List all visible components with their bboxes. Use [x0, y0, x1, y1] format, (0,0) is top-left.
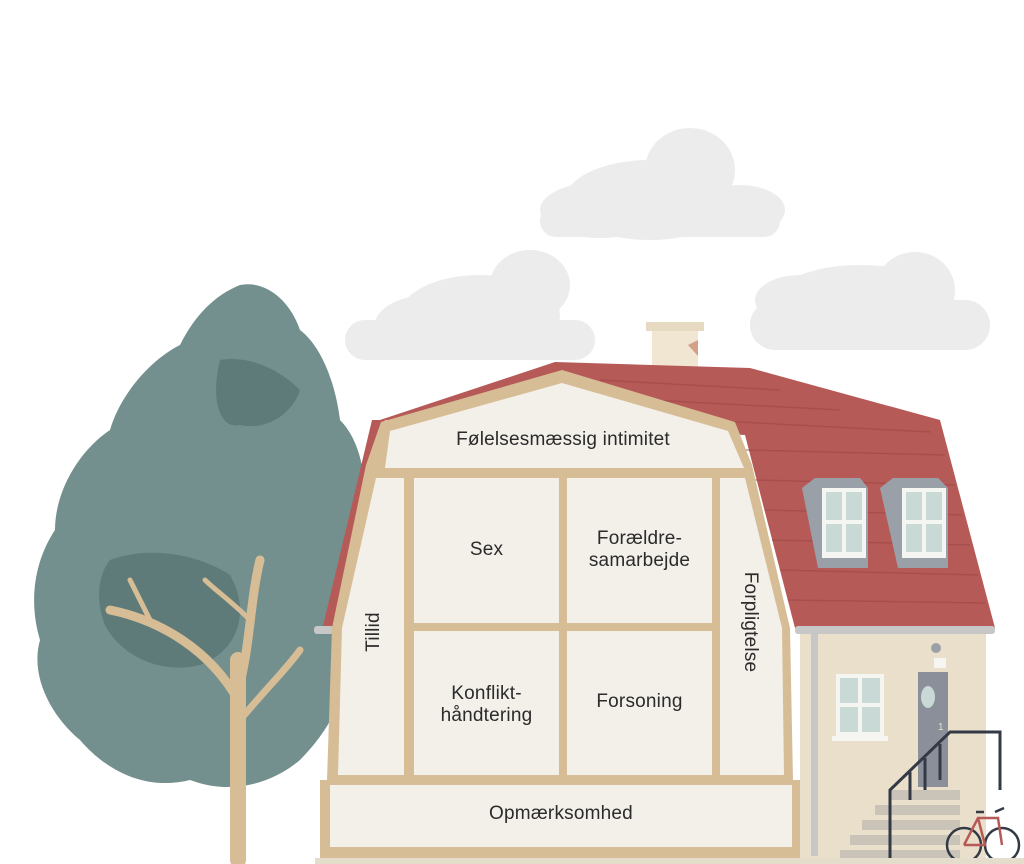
cloud-top	[540, 128, 785, 240]
dormer-right	[880, 478, 948, 568]
downpipe	[811, 634, 818, 856]
facade-window	[832, 674, 888, 741]
dormer-left	[802, 478, 868, 568]
gutter-left	[314, 626, 334, 634]
label-trust: Tillid	[363, 612, 384, 652]
tree	[34, 284, 367, 864]
clouds	[345, 128, 990, 360]
label-attention: Opmærksomhed	[489, 803, 633, 824]
panel-foundation	[330, 785, 792, 847]
label-emotional-intimacy: Følelsesmæssig intimitet	[456, 429, 670, 450]
gutter	[795, 626, 995, 634]
tree-trunk	[105, 555, 304, 864]
ground-strip	[315, 858, 1024, 864]
stairs	[840, 730, 1002, 860]
label-room-3-line1: Konflikt-	[451, 683, 522, 704]
cloud-right	[750, 252, 990, 350]
label-room-1: Sex	[414, 539, 559, 561]
panel-roof	[385, 383, 744, 468]
label-commitment: Forpligtelse	[740, 571, 761, 673]
panel-room-1	[414, 478, 559, 623]
panel-left-wall	[338, 478, 404, 775]
door-number: 1	[938, 722, 944, 733]
house-panels	[330, 383, 792, 847]
panel-room-4	[567, 631, 712, 775]
tree-shadow	[216, 359, 300, 427]
panel-room-3	[414, 631, 559, 775]
label-room-2-line2: samarbejde	[588, 550, 691, 571]
label-room-3-line2: håndtering	[440, 705, 533, 726]
panel-right-wall	[720, 478, 784, 775]
panel-room-2	[567, 478, 712, 623]
label-room-2: Forældre- samarbejde	[567, 528, 712, 572]
label-room-1-line1: Sex	[469, 539, 504, 560]
label-room-4-line1: Forsoning	[596, 691, 683, 712]
label-room-4: Forsoning	[567, 691, 712, 713]
tree-canopy	[34, 284, 367, 788]
label-room-3: Konflikt- håndtering	[414, 683, 559, 727]
label-room-2-line1: Forældre-	[596, 528, 683, 549]
door: 1	[918, 643, 948, 787]
cloud-middle	[345, 250, 595, 360]
